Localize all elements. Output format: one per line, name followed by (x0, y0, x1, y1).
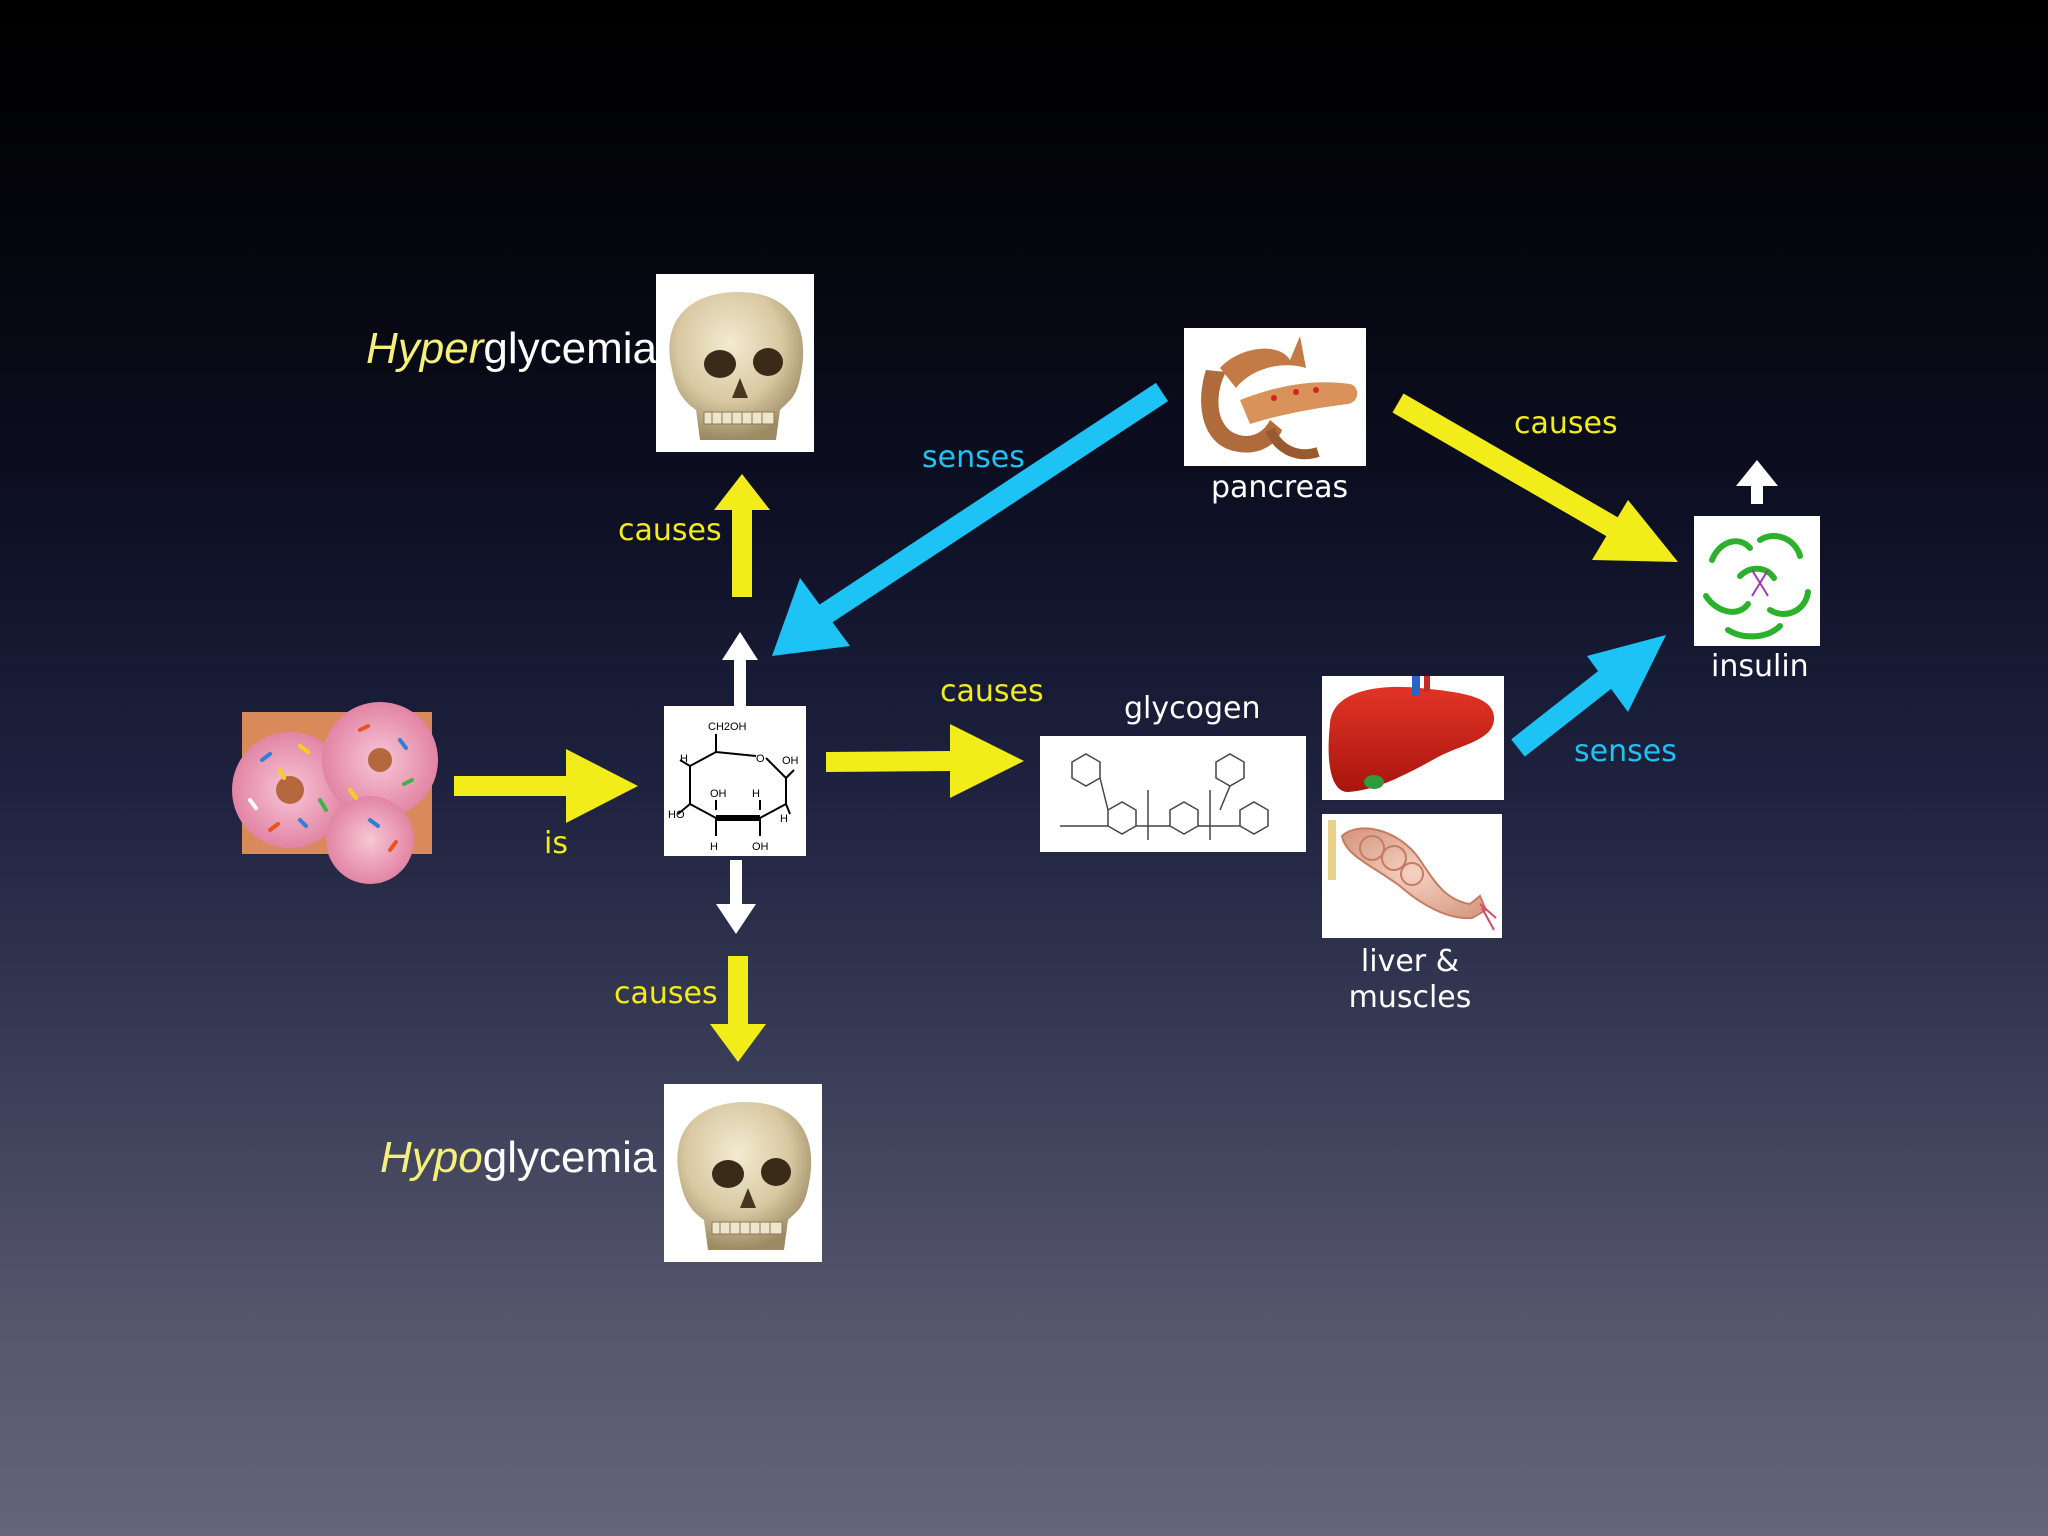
label-senses-liver: senses (1574, 734, 1677, 769)
glucose-h-left-label: H (680, 753, 688, 765)
hyperglycemia-title: Hyperglycemia (366, 324, 657, 374)
glucose-ho-label: HO (668, 809, 685, 821)
glycogen-structure-image (1040, 736, 1306, 852)
arrow-causes-hyper (714, 474, 770, 597)
arrow-causes-hypo (710, 956, 766, 1062)
label-glycogen: glycogen (1124, 691, 1261, 726)
glucose-h-mid-label: H (752, 788, 760, 800)
label-liver-line: liver & (1360, 944, 1460, 979)
skull-image-bottom (664, 1084, 822, 1262)
arrow-causes-glycogen (826, 724, 1024, 798)
donut-image (232, 702, 438, 884)
glucose-ch2oh-label: CH2OH (708, 721, 747, 733)
label-causes-glycogen: causes (940, 674, 1044, 709)
arrow-white-insulin-up (1736, 460, 1778, 504)
glucose-oh-right-label: OH (782, 755, 799, 767)
liver-image (1322, 676, 1504, 800)
insulin-image (1694, 516, 1820, 646)
arrow-is (454, 749, 638, 823)
hypoglycemia-title: Hypoglycemia (380, 1133, 656, 1183)
label-causes-hyper: causes (618, 513, 722, 548)
arrow-causes-insulin (1392, 393, 1678, 562)
pancreas-image (1184, 328, 1366, 466)
glucose-oh-bottom-label: OH (752, 841, 769, 853)
hyper-suffix: glycemia (483, 324, 657, 373)
glucose-oh-mid-label: OH (710, 788, 727, 800)
label-insulin: insulin (1711, 649, 1809, 684)
label-is: is (544, 826, 568, 861)
hypo-prefix: Hypo (380, 1133, 483, 1182)
arrow-senses-insulin (1511, 635, 1666, 757)
label-causes-insulin: causes (1514, 406, 1618, 441)
arrow-senses-glucose (772, 382, 1169, 656)
label-muscles-line: muscles (1348, 980, 1472, 1015)
glucose-h-right-label: H (780, 813, 788, 825)
muscles-image (1322, 814, 1502, 938)
glucose-structure-image: CH2OH O OH H OH H HO H H OH (664, 706, 806, 856)
hypo-suffix: glycemia (482, 1133, 657, 1182)
hyper-prefix: Hyper (366, 324, 484, 373)
label-liver-muscles: liver & muscles (1340, 944, 1480, 1016)
glucose-o-label: O (756, 753, 765, 765)
skull-image-top (656, 274, 814, 452)
label-senses-pancreas: senses (922, 440, 1025, 475)
glucose-h-bottom-label: H (710, 841, 718, 853)
arrow-white-down (716, 860, 756, 934)
label-causes-hypo: causes (614, 976, 718, 1011)
arrow-white-up (722, 632, 758, 708)
label-pancreas: pancreas (1211, 470, 1349, 505)
